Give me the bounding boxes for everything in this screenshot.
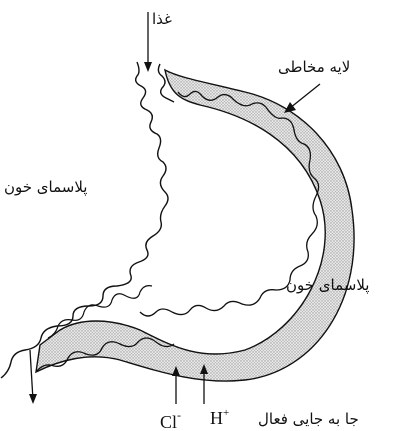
mucosal-layer: [36, 70, 354, 381]
cl-ion-label: Cl-: [160, 408, 181, 431]
exit-arrow: [30, 350, 33, 400]
mucosa-arrowhead: [284, 102, 296, 113]
mucosa-arrow: [290, 84, 320, 108]
h-ion-label: H+: [210, 407, 229, 428]
mucosa-label: لایه مخاطی: [278, 58, 350, 76]
plasma-left-label: پلاسمای خون: [4, 178, 87, 197]
active-transport-label: جا به جایی فعال: [258, 410, 359, 428]
exit-arrowhead: [29, 394, 37, 404]
food-arrowhead: [144, 62, 152, 72]
food-label: غذا: [152, 10, 172, 28]
plasma-right-label: پلاسمای خون: [286, 276, 369, 295]
